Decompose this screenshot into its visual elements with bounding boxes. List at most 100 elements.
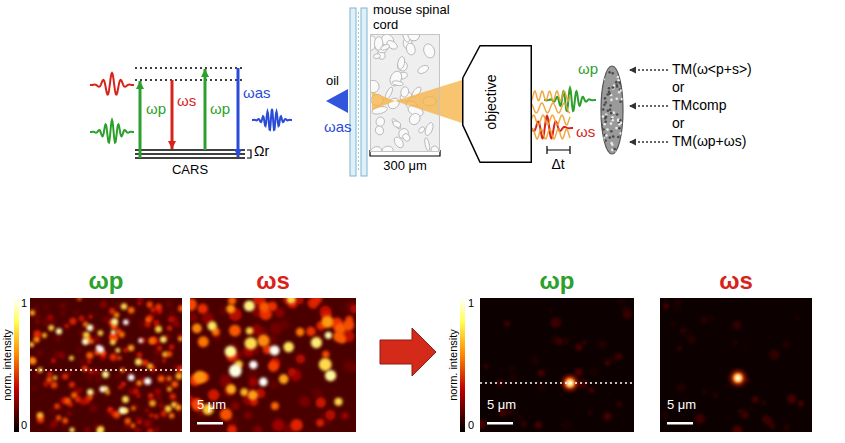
image-background <box>190 298 356 432</box>
slm-pixel <box>602 108 605 111</box>
speckle-grain <box>145 317 151 323</box>
beam-label: ωp <box>210 100 230 117</box>
slm-pixel <box>609 108 612 111</box>
speckle-grain <box>73 310 78 315</box>
slm-pixel <box>611 116 614 119</box>
speckle-grain <box>49 407 55 413</box>
speckle-grain <box>306 327 316 337</box>
speckle-grain <box>198 336 209 347</box>
block-arrow <box>380 328 436 376</box>
slm-pixel <box>610 112 613 115</box>
speckle-grain <box>166 301 172 307</box>
wave-packet <box>252 109 292 130</box>
cell <box>380 43 391 51</box>
background-speckle <box>617 298 625 305</box>
speckle-grain <box>288 368 296 376</box>
cell <box>392 120 402 129</box>
background-speckle <box>603 412 612 421</box>
speckle-grain <box>226 384 236 394</box>
speckle-grain <box>154 427 159 432</box>
cell <box>424 137 431 151</box>
speckle-grain <box>110 354 117 361</box>
speckle-grain <box>244 411 252 419</box>
speckle-grain <box>138 338 143 343</box>
slm-pixel <box>611 72 614 75</box>
speckle-grain <box>296 328 304 336</box>
oil-layer <box>358 12 359 172</box>
slm-pixel <box>610 130 613 133</box>
speckle-grain <box>43 305 49 311</box>
speckle-grain <box>34 331 41 338</box>
slm-pixel <box>610 122 613 125</box>
speckle-grain <box>177 365 182 372</box>
speckle-grain <box>84 427 90 432</box>
background-speckle <box>677 346 681 350</box>
background-speckle <box>749 407 753 411</box>
image-panel: ωs5 μm <box>660 298 812 432</box>
speckle-grain <box>350 304 356 313</box>
background-speckle <box>738 409 744 415</box>
speckle-grain <box>97 428 103 432</box>
slm-pixel <box>600 82 603 85</box>
vibrational-level <box>135 149 245 151</box>
speckle-grain <box>123 348 128 353</box>
speckle-grain <box>311 337 322 348</box>
matrix-label: TMcomp <box>672 97 726 113</box>
slm-pixel <box>620 78 623 81</box>
speckle-image <box>190 298 356 432</box>
image-panel: ωs5 μm <box>190 298 356 432</box>
slm-pixel <box>606 128 609 131</box>
background-speckle <box>688 335 696 343</box>
speckle-grain <box>155 326 162 333</box>
speckle-grain <box>34 336 40 342</box>
slm-pixel <box>617 136 620 139</box>
panel-title: ωp <box>30 267 182 295</box>
background-speckle <box>677 383 686 392</box>
speckle-grain <box>137 301 142 306</box>
slm-pixel <box>602 137 605 140</box>
slm-pixel <box>604 150 607 153</box>
transition-arrows <box>140 68 238 158</box>
speckle-grain <box>99 385 105 391</box>
slm-pixel <box>619 100 622 103</box>
speckle-grain <box>335 323 346 334</box>
slm-pixel <box>605 134 608 137</box>
speckle-grain <box>79 331 84 336</box>
tick-label: 1 <box>21 297 27 310</box>
panel-title: ωp <box>480 267 634 295</box>
speckle-grain <box>325 370 336 381</box>
background-speckle <box>575 368 583 376</box>
speckle-grain <box>144 420 151 427</box>
background-speckle <box>661 411 669 419</box>
scale-label: 5 μm <box>667 397 696 412</box>
slm-pixel <box>615 81 618 84</box>
speckle-grain <box>58 352 65 359</box>
speckle-grain <box>319 358 332 371</box>
tissue-sample: mouse spinal cord <box>370 34 440 152</box>
slm-pixel <box>611 119 614 122</box>
speckle-grain <box>229 325 241 337</box>
speckle-grain <box>127 315 132 320</box>
speckle-grain <box>149 413 154 418</box>
speckle-grain <box>36 350 42 356</box>
cell <box>407 111 422 126</box>
slm-pixel <box>618 81 621 84</box>
pump-arrow <box>139 81 142 158</box>
background-speckle <box>538 370 545 377</box>
cell <box>416 64 429 75</box>
beam-label: ωs <box>576 123 595 140</box>
speckle-grain <box>145 322 151 328</box>
speckle-grain <box>137 352 142 357</box>
speckle-grain <box>136 417 143 424</box>
bracket <box>247 150 251 158</box>
speckle-grain <box>229 364 242 377</box>
focus-spot <box>731 371 745 385</box>
slm-pixel <box>603 103 606 106</box>
speckle-image <box>30 298 182 432</box>
speckle-grain <box>246 327 253 334</box>
speckle-grain <box>150 307 155 312</box>
slm-pixel <box>604 120 607 123</box>
speckle-grain <box>79 358 86 365</box>
speckle-grain <box>147 302 153 308</box>
